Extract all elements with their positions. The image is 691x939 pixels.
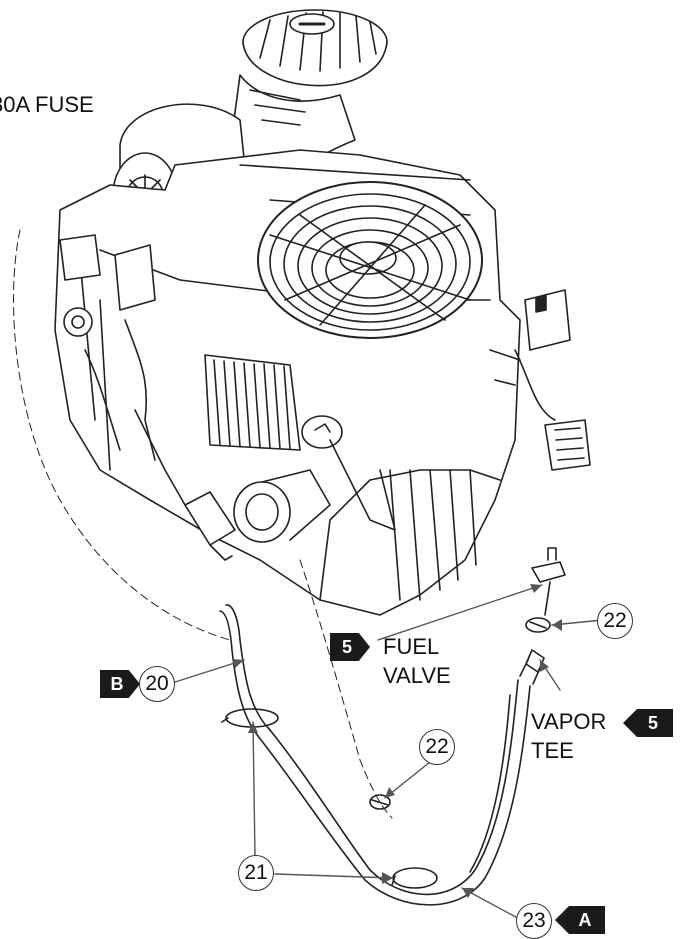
routing-dashed-line [13,229,231,641]
fuel-filter-icon [134,409,236,561]
callout-22-upper: 22 [597,603,633,639]
leader-arrowheads [232,584,562,898]
wiring-harness-connector-icon [489,289,591,471]
oil-filter-icon [233,469,331,543]
callout-21: 21 [238,855,274,891]
callout-23: 23 [516,903,552,939]
fuel-valve-label-line2: VALVE [383,663,451,688]
vapor-tee-icon [519,649,545,685]
air-intake-dome-icon [242,9,388,87]
hose-clamp-upper-icon [525,617,551,633]
fuel-valve-fitting-icon [531,547,566,616]
flywheel-screen-icon [257,181,483,339]
vapor-tee-label-line1: VAPOR [531,709,607,734]
fuel-hose-icon [219,604,531,906]
voltage-regulator-icon [204,354,301,451]
vapor-tee-label-line2: TEE [531,738,574,763]
left-side-components-icon [59,234,156,461]
oil-fill-cap-icon [301,415,396,531]
fuel-valve-label-line1: FUEL [383,634,440,659]
routing-dashed-line-lower [299,559,393,819]
callout-20: 20 [139,666,175,702]
callout-22-lower: 22 [419,729,455,765]
fuse-label: 30A FUSE [0,92,94,117]
